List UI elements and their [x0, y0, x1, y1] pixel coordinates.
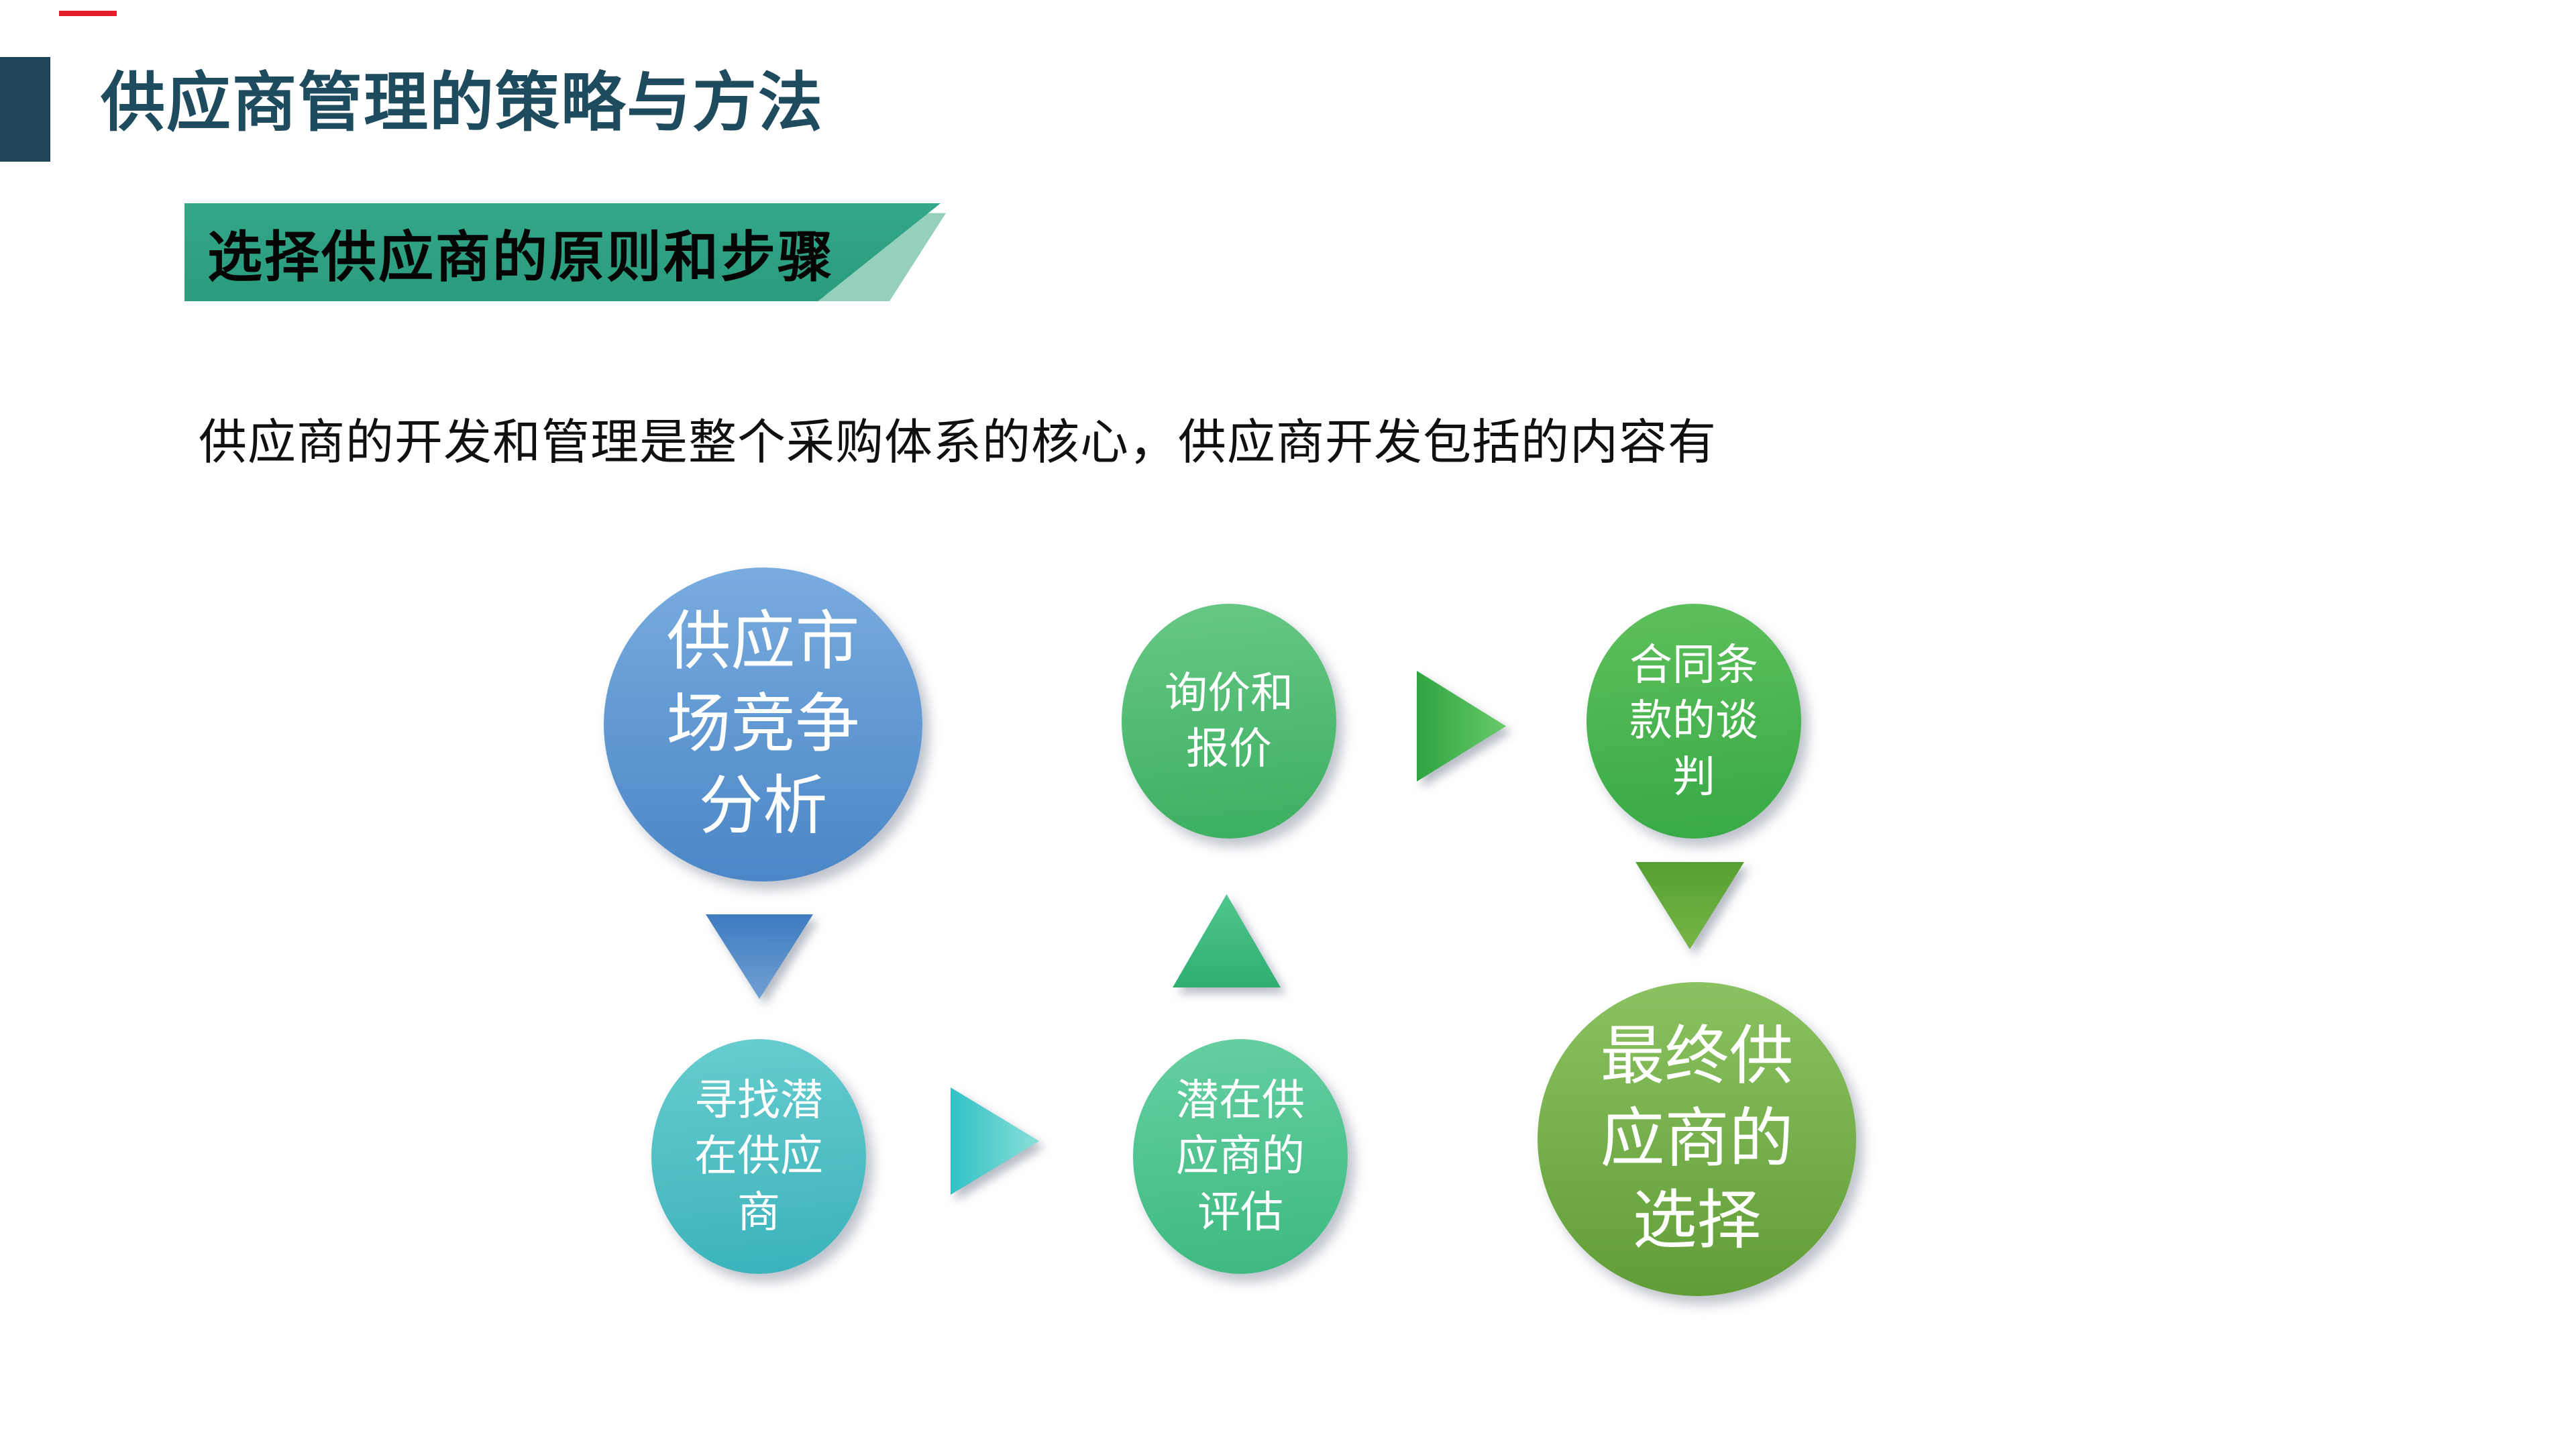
node-label-line: 询价和: [1165, 669, 1293, 717]
node-label-line: 款的谈: [1629, 697, 1758, 745]
triangle-shape: [951, 1087, 1039, 1195]
node-contract-terms-negotiation: 合同条 款的谈 判: [1587, 604, 1801, 839]
banner-main-shape: [184, 203, 941, 301]
section-banner-label: 选择供应商的原则和步骤: [207, 227, 835, 288]
node-find-potential-suppliers: 寻找潜 在供应 商: [651, 1039, 866, 1274]
node-inquiry-and-quotation: 询价和 报价: [1122, 604, 1336, 839]
triangle-shape: [1417, 671, 1506, 782]
node-label-line: 报价: [1186, 725, 1272, 773]
node-label-line: 评估: [1197, 1188, 1283, 1236]
node-label-line: 最终供: [1600, 1020, 1794, 1092]
node-label-line: 供应市: [666, 605, 860, 678]
arrow-right-cyan-icon: [951, 1087, 1039, 1195]
node-label-line: 寻找潜: [694, 1077, 823, 1125]
triangle-shape: [1635, 862, 1744, 949]
node-label-line: 应商的: [1600, 1102, 1794, 1175]
node-label-line: 选择: [1632, 1185, 1762, 1257]
title-accent-square: [0, 57, 50, 162]
node-evaluate-potential-suppliers: 潜在供 应商的 评估: [1133, 1039, 1348, 1274]
node-label-line: 商: [737, 1188, 780, 1236]
arrow-down-green-icon: [1635, 862, 1744, 949]
node-label-line: 合同条: [1629, 641, 1758, 690]
node-label-line: 场竞争: [666, 688, 860, 760]
node-final-supplier-selection: 最终供 应商的 选择: [1538, 982, 1856, 1296]
arrow-up-green-icon: [1173, 894, 1281, 987]
red-accent-bar: [59, 11, 117, 16]
page-title: 供应商管理的策略与方法: [101, 67, 824, 139]
node-label-line: 分析: [698, 770, 828, 843]
triangle-shape: [706, 914, 813, 999]
arrow-down-blue-icon: [706, 914, 813, 999]
node-label-line: 应商的: [1176, 1132, 1305, 1181]
section-banner: 选择供应商的原则和步骤: [184, 203, 946, 301]
node-label-line: 判: [1672, 753, 1715, 801]
node-label-line: 潜在供: [1176, 1077, 1305, 1125]
arrow-right-green-icon: [1417, 671, 1506, 782]
node-label-line: 在供应: [694, 1132, 823, 1181]
triangle-shape: [1173, 894, 1281, 987]
node-supply-market-analysis: 供应市 场竞争 分析: [604, 568, 922, 881]
intro-text: 供应商的开发和管理是整个采购体系的核心，供应商开发包括的内容有: [199, 416, 1717, 470]
